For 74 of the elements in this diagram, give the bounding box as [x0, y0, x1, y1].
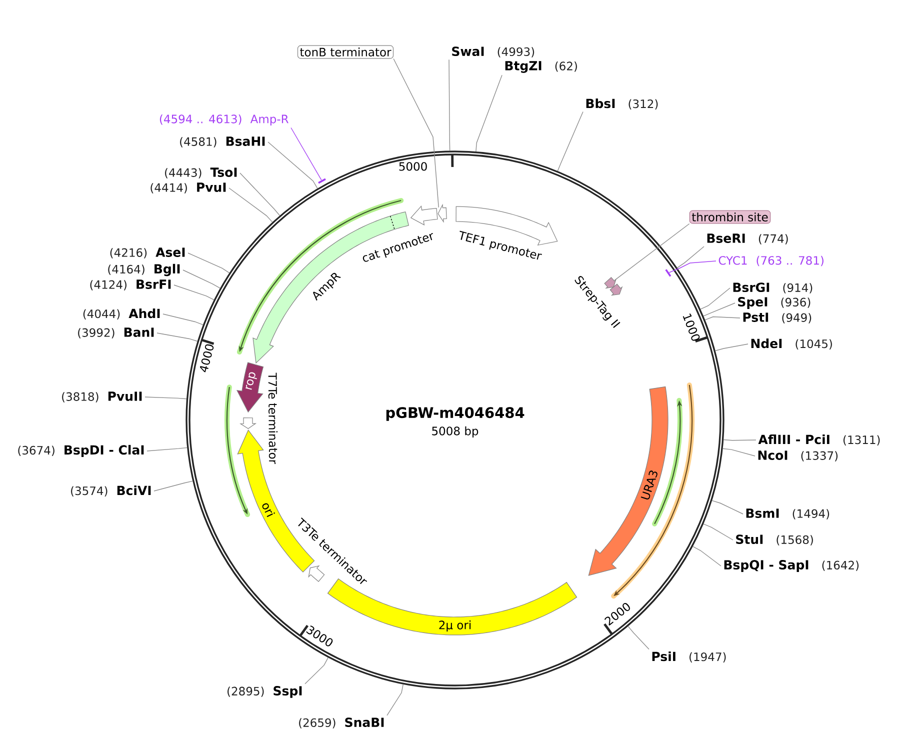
site-label: (3574) BciVI [71, 485, 151, 496]
leader-line [268, 142, 318, 189]
site-label: (3818) PvuII [62, 392, 142, 402]
leader-line [668, 260, 716, 273]
site-label: (4216) AseI [110, 248, 185, 258]
site-label: (2895) SspI [228, 686, 302, 698]
site-label: SpeI (936) [738, 297, 810, 309]
feature-block [438, 204, 447, 223]
leader-line [228, 188, 273, 222]
leader-line [240, 172, 280, 216]
site-label: (4124) BsrFI [90, 280, 171, 290]
site-label: NdeI (1045) [751, 338, 832, 350]
site-label: BsrGI (914) [733, 282, 812, 294]
leader-line [712, 500, 744, 514]
leader-line [304, 657, 328, 684]
leader-line [144, 396, 187, 400]
leader-line [676, 246, 704, 268]
leader-line [182, 270, 220, 289]
leader-line [188, 252, 230, 274]
leader-line [703, 524, 734, 540]
leader-line [386, 684, 404, 716]
leader-line [722, 448, 756, 456]
site-label: BsmI (1494) [746, 508, 830, 520]
leader-line [156, 332, 198, 342]
leader-line [476, 74, 502, 152]
feature-block: rop [236, 362, 264, 413]
tick-label: 1000 [682, 314, 700, 341]
site-label: (4044) AhdI [83, 308, 160, 320]
feature-block: TEF1 promoter [456, 206, 558, 260]
site-label: PsiI (1947) [652, 651, 726, 662]
site-label: AflIII - PciI (1311) [758, 434, 880, 446]
site-label: (4443) TsoI [165, 168, 237, 178]
site-label: BspQI - SapI (1642) [724, 560, 859, 572]
leader-line [703, 302, 736, 316]
leader-line [704, 316, 740, 320]
site-label: (2659) SnaBI [299, 718, 384, 728]
feature-block: URA3 [588, 386, 668, 576]
plasmid-name: pGBW-m4046484 [386, 407, 524, 421]
primer-label: CYC1 (763 .. 781) [718, 256, 824, 266]
leader-line [290, 127, 322, 180]
leader-line [700, 288, 730, 310]
leader-line [692, 546, 722, 566]
leader-line [146, 447, 188, 452]
leader-line [723, 439, 756, 441]
plasmid-length: 5008 bp [432, 426, 478, 438]
feature-label: thrombin site [689, 210, 771, 224]
tick-label: 4000 [200, 344, 214, 372]
leader-line [557, 111, 584, 172]
leader-line [162, 314, 204, 326]
site-label: (4581) BsaHI [180, 136, 265, 148]
site-label: NcoI (1337) [758, 450, 838, 462]
site-label: SwaI (4993) [452, 46, 534, 58]
site-label: PstI (949) [743, 312, 812, 324]
site-label: BbsI (312) [586, 98, 658, 110]
site-label: StuI (1568) [736, 534, 813, 546]
site-label: (4164) BglI [108, 264, 180, 276]
tick-label: 5000 [399, 162, 427, 171]
leader-line [628, 626, 650, 650]
primer-label: (4594 .. 4613) Amp-R [160, 114, 288, 126]
site-label: (4414) PvuI [150, 182, 226, 194]
feature-block [410, 205, 438, 226]
leader-line [154, 480, 194, 492]
site-label: BtgZI (62) [505, 61, 577, 73]
primer-mark [318, 178, 326, 184]
leader-line [448, 59, 450, 152]
leader-line [174, 284, 214, 300]
site-label: (3992) BanI [78, 328, 154, 338]
site-label: (3674) BspDI - ClaI [18, 444, 144, 458]
leader-line [393, 58, 439, 208]
primer-mark [665, 269, 672, 277]
leader-line [614, 223, 690, 281]
feature-label: tonB terminator [297, 45, 394, 59]
leader-line [714, 344, 748, 352]
site-label: BseRI (774) [707, 234, 788, 244]
